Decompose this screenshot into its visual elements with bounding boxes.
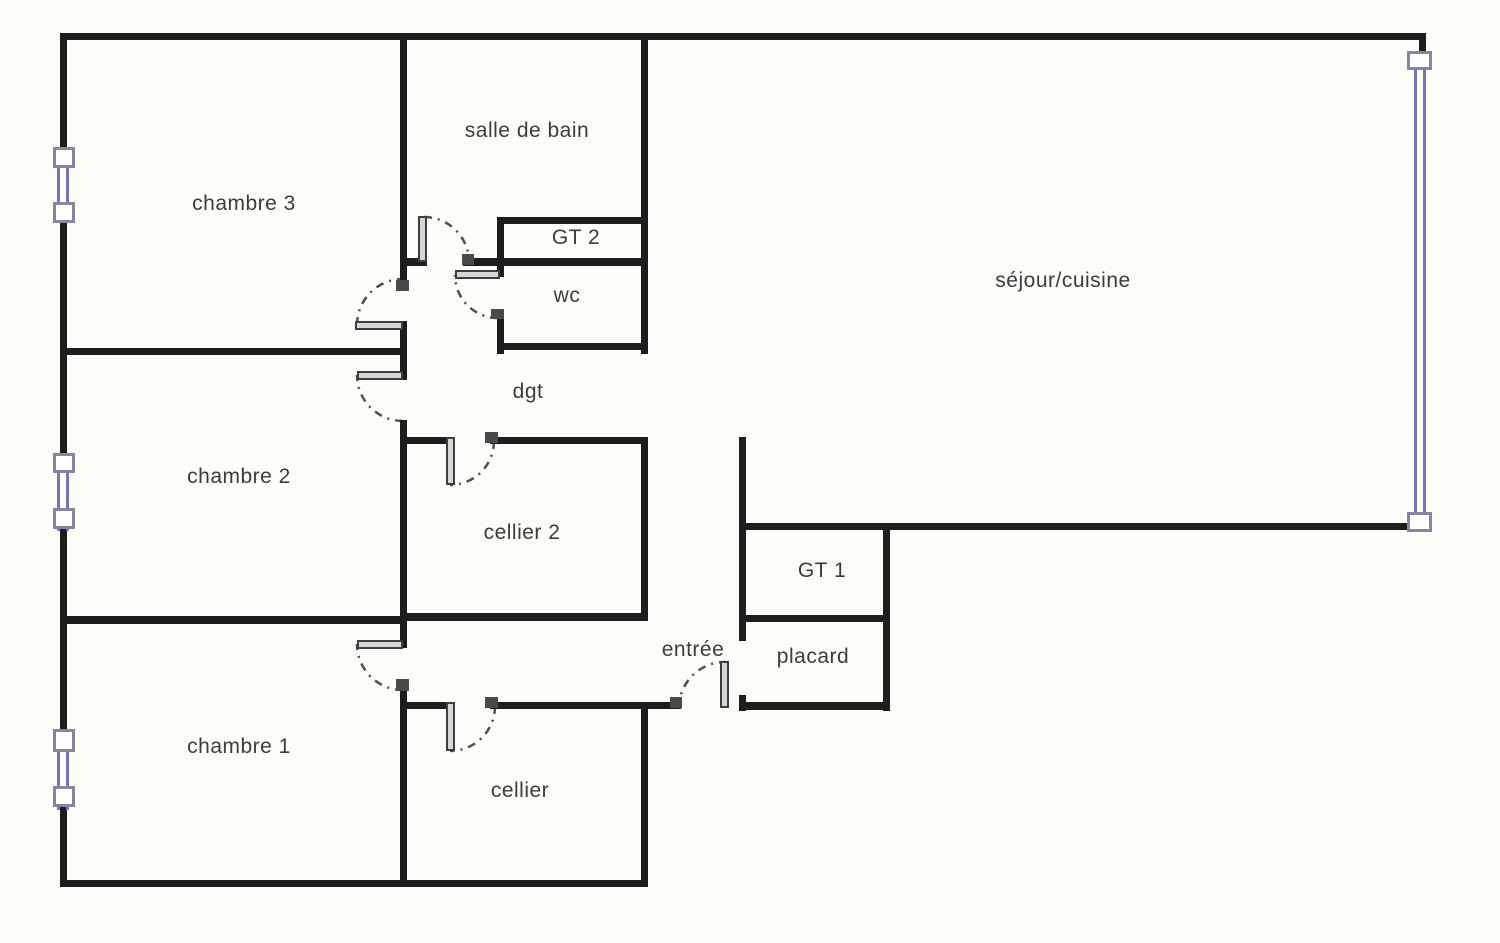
door-chambre-3-leaf [355, 321, 403, 330]
door-jamb-stub [462, 254, 474, 265]
wall-segment [739, 615, 890, 622]
room-label-entree: entrée [661, 638, 725, 661]
window-chambre-1-cap [53, 786, 75, 807]
wall-segment [400, 33, 407, 290]
wall-segment [60, 616, 407, 624]
room-label-cellier: cellier [490, 779, 550, 802]
wall-segment [400, 688, 407, 887]
door-jamb-stub [485, 432, 498, 443]
window-sejour-cap [1407, 512, 1432, 532]
window-chambre-3-glazing [57, 150, 69, 220]
room-label-gt-2: GT 2 [551, 226, 601, 249]
wall-segment [400, 258, 427, 266]
wall-segment [497, 343, 648, 350]
window-sejour-glazing [1414, 58, 1426, 520]
window-sejour-cap [1407, 51, 1432, 70]
window-chambre-2-cap [53, 453, 75, 473]
door-chambre-2-swing-arc [355, 374, 404, 423]
wall-segment [60, 33, 67, 148]
door-wc-leaf [455, 270, 500, 279]
wall-segment [400, 420, 407, 648]
door-jamb-stub [491, 309, 504, 319]
room-label-dgt: dgt [512, 380, 544, 403]
wall-segment [497, 266, 504, 277]
wall-segment [641, 702, 648, 887]
wall-segment [641, 437, 648, 621]
door-jamb-stub [670, 697, 682, 708]
wall-segment [60, 528, 67, 731]
wall-segment [60, 33, 1426, 40]
window-chambre-2-glazing [57, 456, 69, 531]
wall-segment [1419, 40, 1426, 52]
door-jamb-stub [396, 280, 409, 291]
room-label-placard: placard [776, 645, 850, 668]
room-label-sejour-cuisine: séjour/cuisine [995, 269, 1131, 292]
room-label-cellier-2: cellier 2 [483, 521, 561, 544]
window-chambre-3-cap [53, 147, 75, 168]
room-label-chambre-3: chambre 3 [192, 192, 296, 215]
window-chambre-1-glazing [57, 733, 69, 810]
door-cellier-swing-arc [449, 705, 497, 753]
door-jamb-stub [485, 697, 498, 708]
door-cellier-leaf [446, 702, 455, 751]
window-chambre-2-cap [53, 508, 75, 529]
wall-segment [739, 437, 746, 641]
window-chambre-3-cap [53, 202, 75, 223]
wall-segment [641, 33, 648, 354]
wall-segment [400, 437, 453, 444]
wall-segment [497, 315, 504, 354]
wall-segment [641, 702, 681, 709]
wall-segment [739, 702, 890, 710]
wall-segment [400, 613, 648, 621]
room-label-wc: wc [553, 284, 581, 307]
wall-segment [60, 807, 67, 887]
door-salle-de-bain-leaf [418, 216, 427, 262]
room-label-salle-de-bain: salle de bain [464, 119, 590, 142]
room-label-chambre-2: chambre 2 [187, 465, 291, 488]
room-label-chambre-1: chambre 1 [187, 735, 291, 758]
wall-segment [60, 880, 648, 887]
room-label-gt-1: GT 1 [797, 559, 847, 582]
wall-segment [490, 437, 648, 444]
wall-segment [497, 217, 648, 224]
wall-segment [490, 702, 648, 709]
window-chambre-1-cap [53, 729, 75, 752]
wall-segment [60, 223, 67, 455]
door-jamb-stub [396, 679, 409, 691]
door-cellier-2-swing-arc [449, 440, 496, 487]
wall-segment [463, 258, 648, 266]
door-chambre-1-leaf [357, 640, 403, 649]
door-entree-leaf [720, 661, 729, 708]
wall-segment [739, 523, 1420, 530]
wall-segment [400, 702, 453, 709]
wall-segment [60, 348, 407, 355]
door-cellier-2-leaf [446, 437, 455, 485]
door-chambre-2-leaf [357, 371, 403, 380]
door-entree-swing-arc [677, 660, 726, 709]
wall-segment [497, 217, 504, 266]
